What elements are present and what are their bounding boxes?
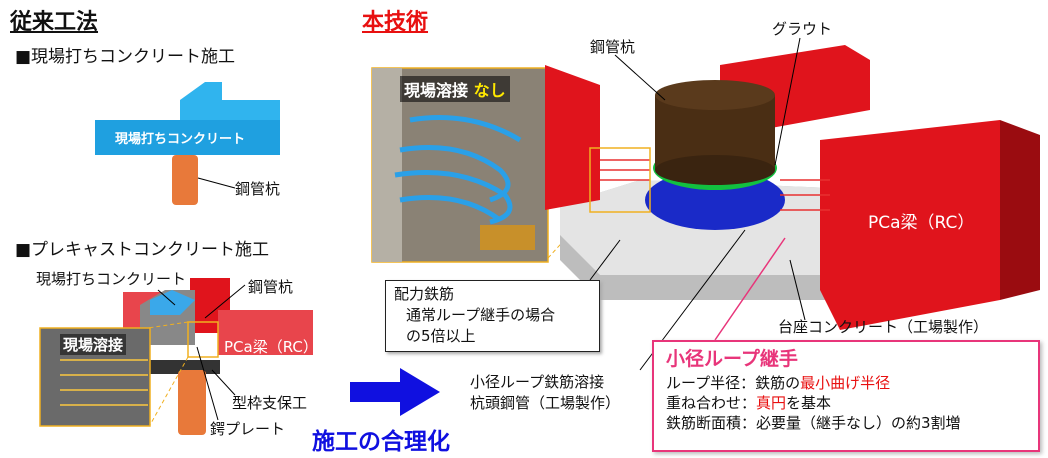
formwork-label: 型枠支保工 bbox=[232, 394, 308, 412]
conclusion-label: 施工の合理化 bbox=[312, 429, 450, 455]
conventional-title: 従来工法 bbox=[10, 10, 99, 35]
precast-diagram bbox=[123, 278, 313, 435]
small-loop-row: ループ半径：鉄筋の最小曲げ半径 bbox=[666, 374, 891, 392]
steel-pile-brown bbox=[655, 80, 775, 185]
cast-in-place-slab bbox=[95, 82, 280, 155]
distribution-line2: の5倍以上 bbox=[406, 327, 476, 345]
welded-label: 小径ループ鉄筋溶接 杭頭鋼管（工場製作） bbox=[470, 373, 621, 412]
grout-label: グラウト bbox=[772, 20, 833, 38]
small-loop-row: 鉄筋断面積：必要量（継手なし）の約3割増 bbox=[666, 414, 961, 432]
new-tech-title: 本技術 bbox=[362, 10, 429, 35]
precast-cast-label: 現場打ちコンクリート bbox=[36, 270, 187, 288]
precast-pile-label: 鋼管杭 bbox=[248, 278, 294, 296]
distribution-line1: 通常ループ継手の場合 bbox=[406, 306, 556, 324]
slab-label: 現場打ちコンクリート bbox=[115, 132, 246, 147]
pedestal-label: 台座コンクリート（工場製作） bbox=[778, 318, 989, 336]
no-site-weld-label: 現場溶接 なし bbox=[400, 76, 510, 102]
cast-in-place-heading: ■現場打ちコンクリート施工 bbox=[15, 47, 236, 67]
pile-label: 鋼管杭 bbox=[235, 180, 281, 198]
distribution-title: 配力鉄筋 bbox=[394, 285, 455, 303]
small-loop-box: 小径ループ継手 ループ半径：鉄筋の最小曲げ半径 重ね合わせ：真円を基本 鉄筋断面… bbox=[652, 340, 1040, 452]
precast-beam-label: PCa梁（RC） bbox=[224, 338, 318, 356]
new-pile-label: 鋼管杭 bbox=[590, 38, 636, 56]
precast-heading: ■プレキャストコンクリート施工 bbox=[15, 240, 270, 260]
site-weld-label: 現場溶接 bbox=[60, 334, 127, 355]
new-beam-label: PCa梁（RC） bbox=[868, 213, 975, 233]
distribution-rebar-box: 配力鉄筋 通常ループ継手の場合 の5倍以上 bbox=[385, 280, 600, 352]
steel-pile-orange bbox=[172, 155, 198, 205]
blue-arrow-icon bbox=[350, 368, 440, 416]
small-loop-title: 小径ループ継手 bbox=[666, 348, 798, 370]
small-loop-row: 重ね合わせ：真円を基本 bbox=[666, 394, 832, 412]
plate-label: 鍔プレート bbox=[210, 420, 286, 438]
